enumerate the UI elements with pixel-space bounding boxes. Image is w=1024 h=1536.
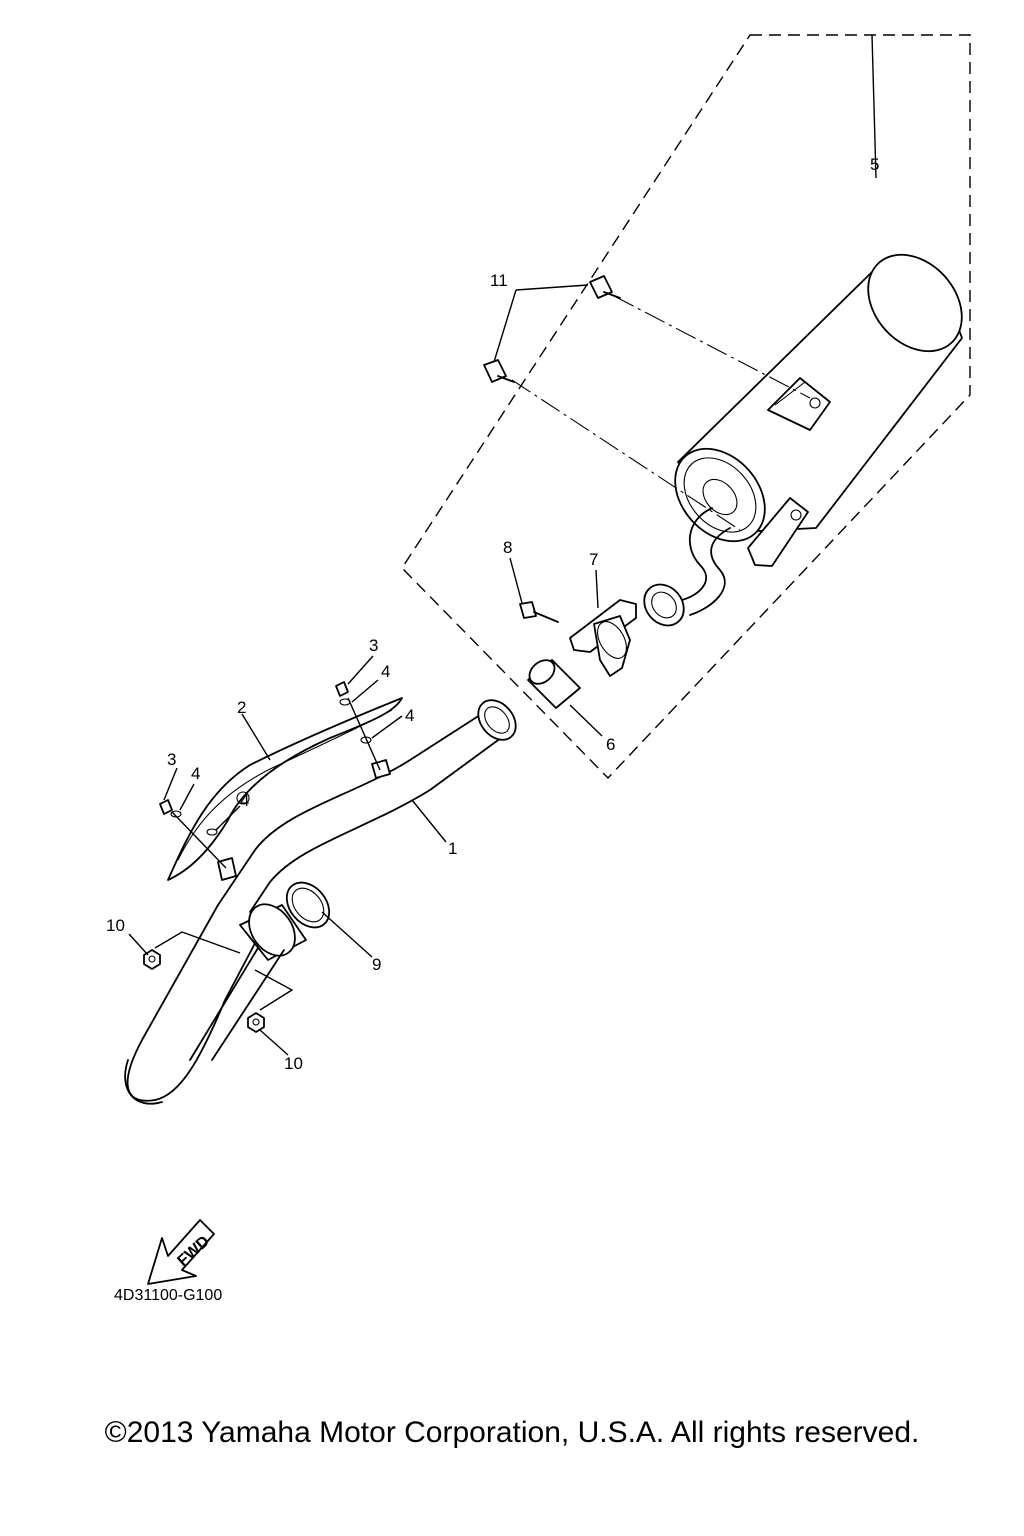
callout-4-upper-b: 4 [405, 706, 414, 725]
callout-6: 6 [606, 735, 615, 754]
callout-3-upper: 3 [369, 636, 378, 655]
callout-7: 7 [589, 550, 598, 569]
exhaust-pipe [124, 699, 517, 1105]
clamp [569, 599, 637, 677]
copyright-notice: ©2013 Yamaha Motor Corporation, U.S.A. A… [104, 1416, 920, 1449]
sleeve-gasket [527, 659, 581, 709]
callout-11: 11 [490, 271, 508, 290]
bolt-11-lower [483, 359, 515, 383]
bolt-8 [519, 601, 559, 623]
callout-8: 8 [503, 538, 512, 557]
washer-4-d [206, 828, 218, 836]
fwd-arrow-icon: FWD [147, 1219, 215, 1285]
bolt-11-upper [589, 275, 621, 299]
muffler [643, 253, 963, 627]
callout-2: 2 [237, 698, 246, 717]
nut-10-lower [247, 1012, 265, 1033]
diagram-code: 4D31100-G100 [114, 1287, 222, 1304]
muffler-assembly-boundary [401, 34, 971, 780]
callout-3-lower: 3 [167, 750, 176, 769]
leader-lines [128, 34, 877, 1056]
callout-1: 1 [448, 839, 457, 858]
callout-10-upper: 10 [106, 916, 125, 935]
callout-4-lower-b: 4 [240, 791, 249, 810]
heat-protector [167, 697, 403, 881]
callout-9: 9 [372, 955, 381, 974]
bolt-3-upper [335, 681, 349, 697]
callout-10-lower: 10 [284, 1054, 303, 1073]
callout-5: 5 [870, 155, 879, 174]
callout-4-upper-a: 4 [381, 662, 390, 681]
callout-4-lower-a: 4 [191, 764, 200, 783]
gasket-ring [285, 881, 331, 929]
bolt-3-lower [159, 799, 173, 815]
